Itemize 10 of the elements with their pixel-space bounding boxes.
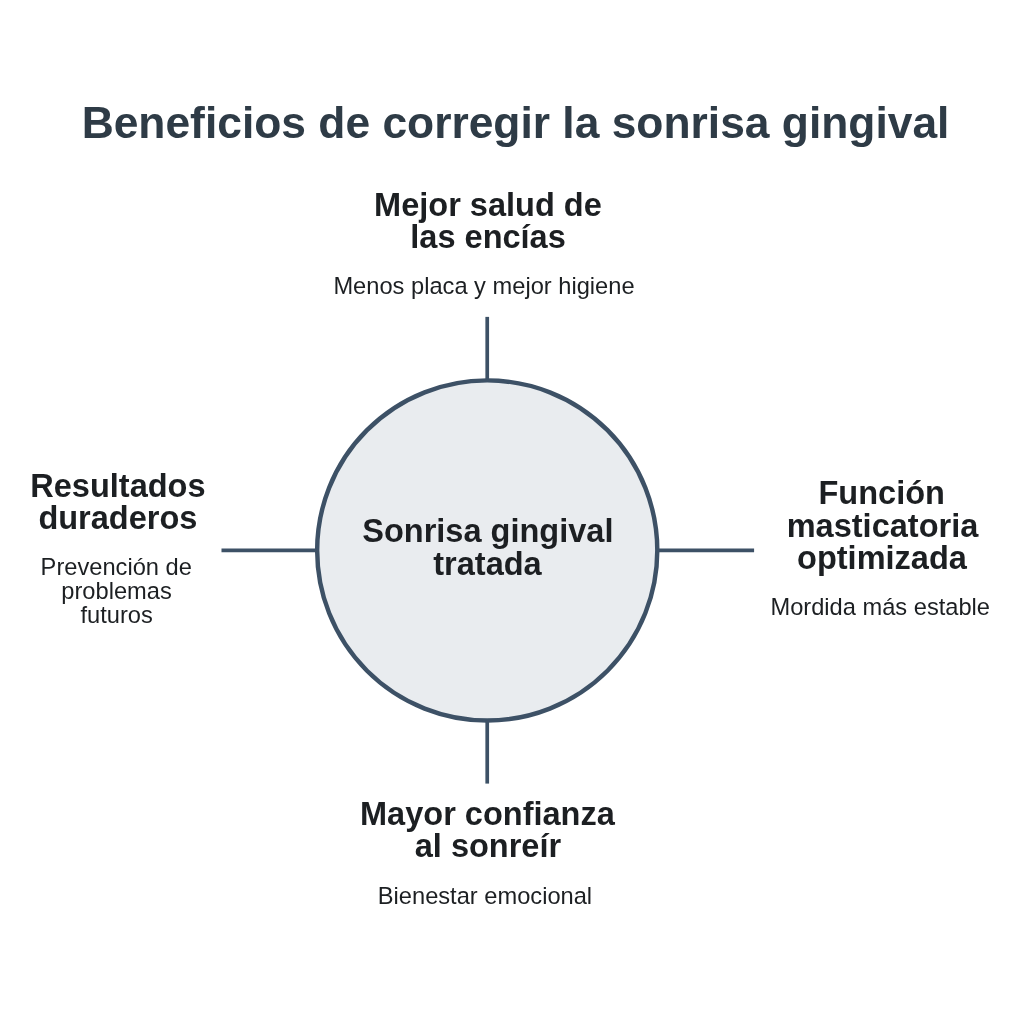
node-text: Mejor salud de las encías Menos placa y mejor higiene [333,186,635,300]
connector [485,720,490,784]
node-text: Mayor confianza al sonreír Bienestar emocional [360,795,615,909]
node-circle: Sonrisa gingival tratada [314,378,660,723]
node-text: Resultados duraderos Prevención de problemas futuros [30,467,206,628]
diagram-title: Beneficios de corregir la sonrisa gingival [81,97,950,147]
node-text: Función masticatoria optimizada Mordida más estable [770,475,991,621]
connector [221,548,317,553]
connector [485,316,490,380]
connector [657,548,755,553]
